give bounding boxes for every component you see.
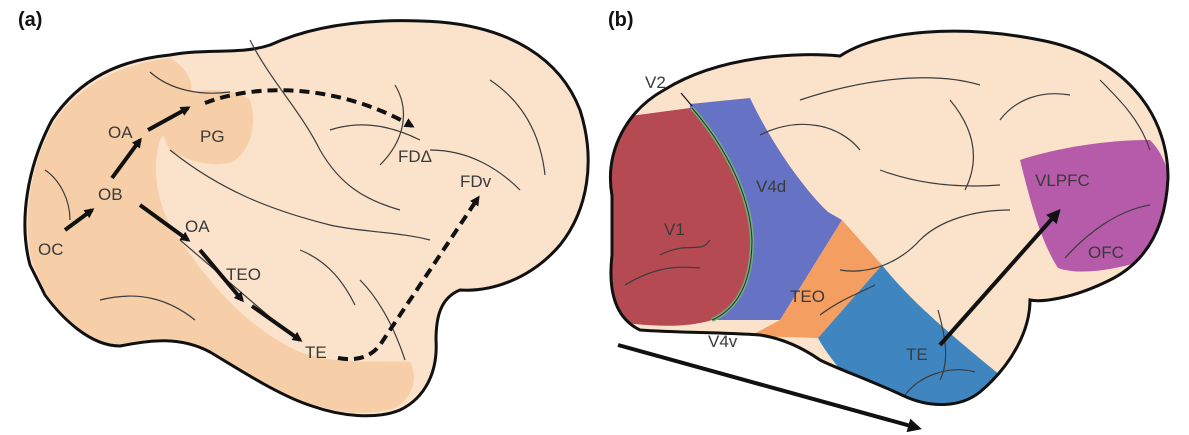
label-oc: OC xyxy=(38,240,64,259)
label-v4v: V4v xyxy=(708,332,738,351)
label-ofc: OFC xyxy=(1088,243,1124,262)
label-te-b: TE xyxy=(906,345,928,364)
label-fd-ventral: FDv xyxy=(460,172,492,191)
brain-b xyxy=(600,31,1172,420)
label-teo: TEO xyxy=(226,265,261,284)
label-vlpfc: VLPFC xyxy=(1035,171,1090,190)
label-fd-dorsal: FDΔ xyxy=(398,147,432,166)
label-oa-dorsal: OA xyxy=(108,123,133,142)
panel-a: (a) xyxy=(18,9,588,416)
panel-b-label: (b) xyxy=(608,9,634,31)
label-v2: V2 xyxy=(645,73,666,92)
label-ob: OB xyxy=(98,185,123,204)
label-pg: PG xyxy=(200,127,225,146)
panel-b: (b) xyxy=(600,9,1172,428)
label-teo-b: TEO xyxy=(790,287,825,306)
panel-a-label: (a) xyxy=(18,9,42,31)
label-v4d: V4d xyxy=(756,177,786,196)
label-oa-ventral: OA xyxy=(185,217,210,236)
label-v1: V1 xyxy=(664,220,685,239)
label-te: TE xyxy=(305,343,327,362)
